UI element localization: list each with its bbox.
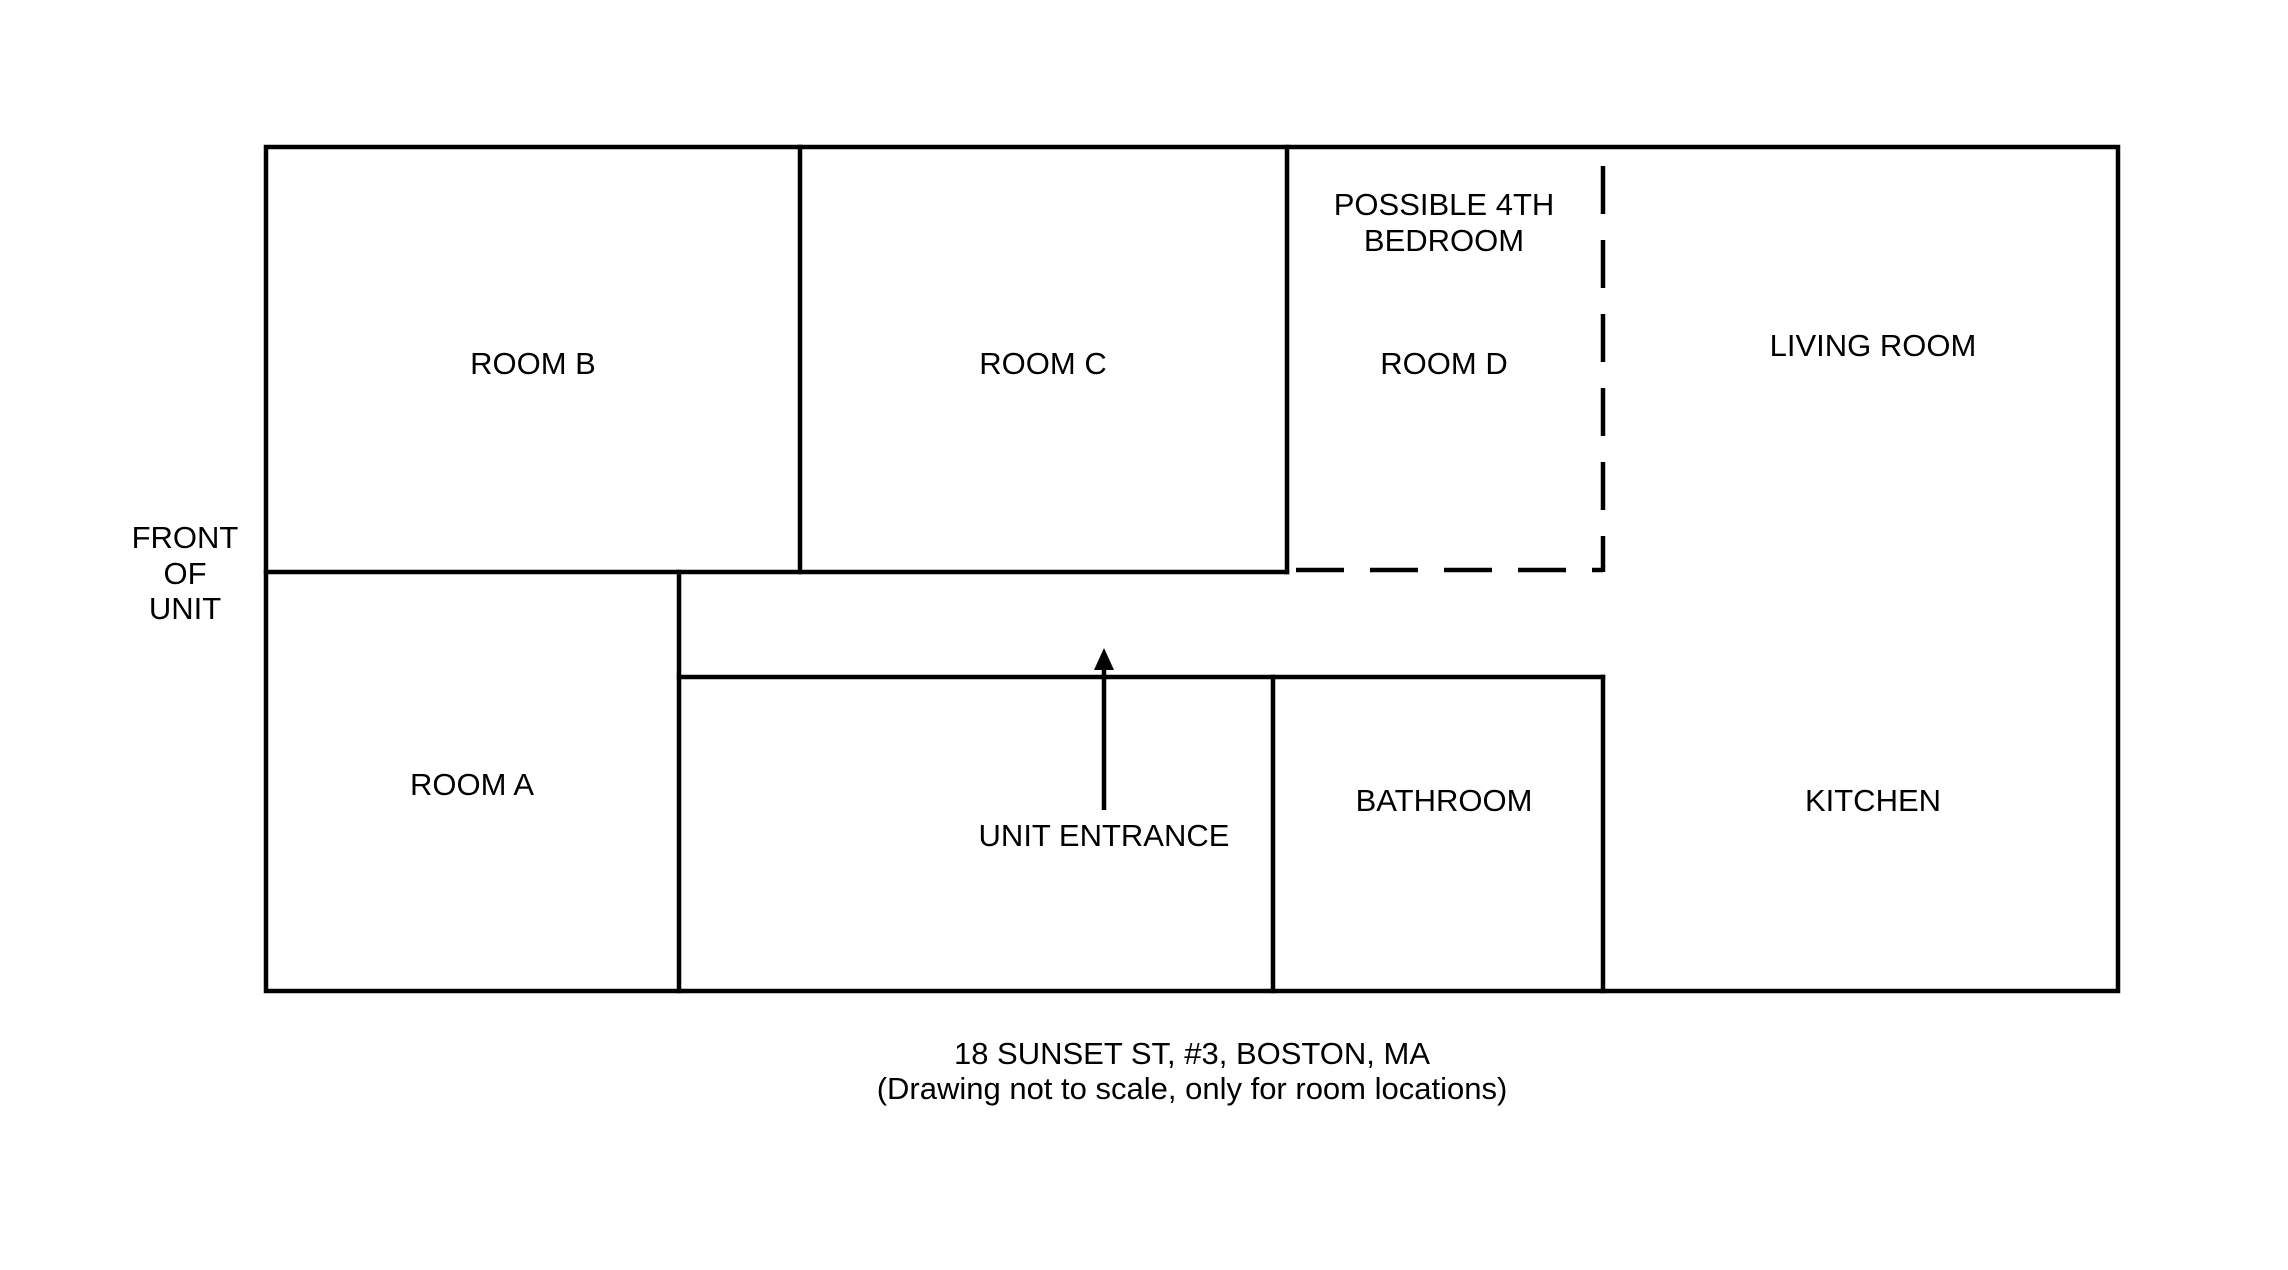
label-room-d: ROOM D (1380, 346, 1507, 381)
label-unit-entrance: UNIT ENTRANCE (979, 818, 1230, 853)
caption-note: (Drawing not to scale, only for room loc… (877, 1071, 1508, 1106)
label-room-c: ROOM C (979, 346, 1106, 381)
label-room-b: ROOM B (470, 346, 596, 381)
outer-wall (263, 144, 2121, 994)
label-bathroom: BATHROOM (1356, 783, 1533, 818)
label-room-d-note-2: BEDROOM (1364, 223, 1524, 258)
label-living-room: LIVING ROOM (1770, 328, 1977, 363)
label-front-line3: UNIT (149, 591, 221, 626)
entrance-arrow-head (1094, 648, 1114, 670)
label-front-line1: FRONT (132, 520, 239, 555)
label-room-a: ROOM A (410, 767, 534, 802)
label-front-line2: OF (163, 556, 206, 591)
label-kitchen: KITCHEN (1805, 783, 1941, 818)
caption-address: 18 SUNSET ST, #3, BOSTON, MA (954, 1036, 1430, 1071)
label-room-d-note-1: POSSIBLE 4TH (1334, 187, 1555, 222)
